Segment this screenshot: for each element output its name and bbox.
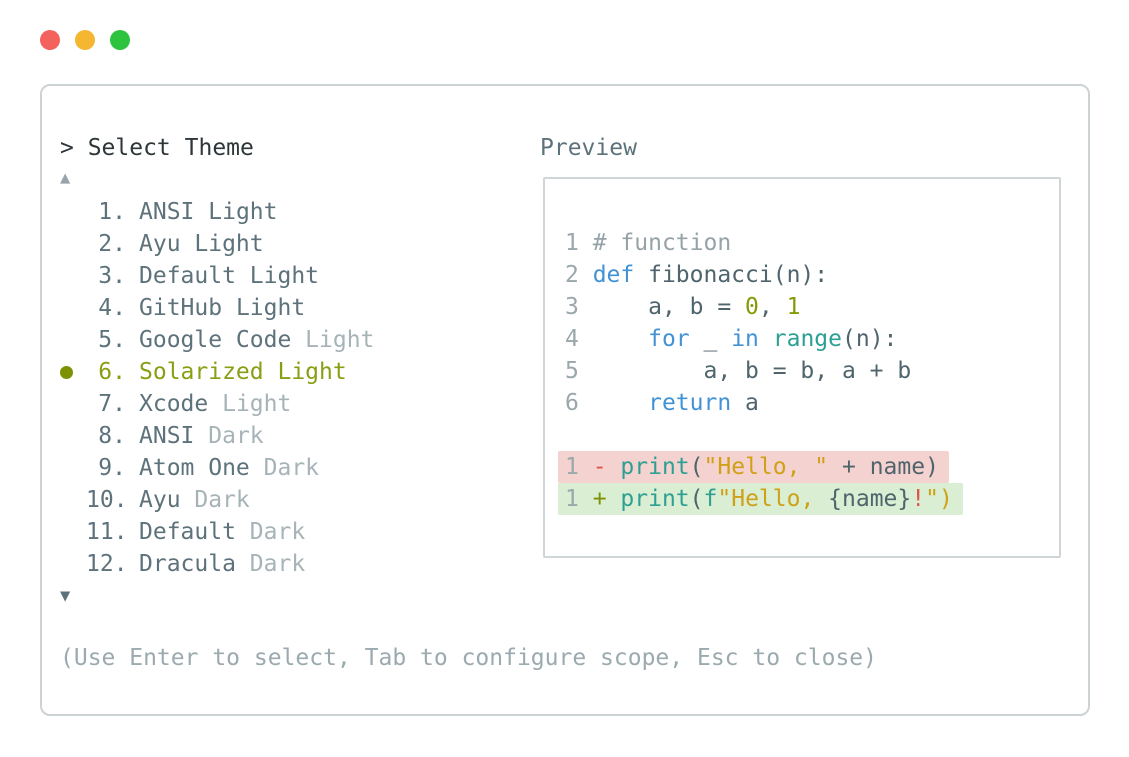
theme-item-ayu-light[interactable]: 2. Ayu Light	[42, 228, 542, 260]
theme-item-number: 2.	[98, 231, 126, 257]
preview-box: 1 # function 2 def fibonacci(n): 3 a, b = …	[543, 177, 1061, 558]
minimize-button[interactable]	[75, 30, 95, 50]
bullet-spacer	[60, 388, 86, 420]
theme-item-label: ANSI Dark	[139, 423, 264, 449]
line-number: 5	[565, 358, 593, 384]
theme-item-number: 5.	[98, 327, 126, 353]
theme-item-label: Ayu Dark	[139, 487, 250, 513]
theme-item-github-light[interactable]: 4. GitHub Light	[42, 292, 542, 324]
code-line: 1 # function	[565, 230, 732, 256]
bullet-spacer	[60, 516, 86, 548]
selected-bullet-icon	[60, 356, 86, 388]
bullet-spacer	[60, 548, 86, 580]
bullet-spacer	[60, 292, 86, 324]
code-line	[565, 419, 1059, 451]
theme-item-label: GitHub Light	[139, 295, 306, 321]
theme-item-number: 3.	[98, 263, 126, 289]
theme-item-label: Xcode Light	[139, 391, 292, 417]
code-line: 4 for _ in range(n):	[565, 326, 898, 352]
code-block: 1 # function 2 def fibonacci(n): 3 a, b = …	[545, 227, 1059, 515]
theme-item-ansi-dark[interactable]: 8. ANSI Dark	[42, 420, 542, 452]
palette-title: > Select Theme	[60, 135, 254, 161]
line-number: 1	[565, 230, 593, 256]
theme-item-number: 8.	[98, 423, 126, 449]
close-button[interactable]	[40, 30, 60, 50]
theme-item-number: 10.	[86, 487, 128, 513]
bullet-spacer	[60, 228, 86, 260]
line-number: 1	[565, 486, 593, 512]
line-number: 4	[565, 326, 593, 352]
theme-item-label: Google Code Light	[139, 327, 375, 353]
theme-item-solarized-light[interactable]: 6. Solarized Light	[42, 356, 542, 388]
code-line: 2 def fibonacci(n):	[565, 262, 829, 288]
window-controls	[40, 30, 130, 50]
theme-item-number: 9.	[98, 455, 126, 481]
theme-item-number: 12.	[86, 551, 128, 577]
diff-line-removed: 1 - print("Hello, " + name)	[558, 451, 1059, 483]
theme-list: 1. ANSI Light 2. Ayu Light 3. Default Light 4.…	[42, 196, 542, 580]
bullet-spacer	[60, 420, 86, 452]
theme-item-number: 4.	[98, 295, 126, 321]
line-number: 1	[565, 454, 593, 480]
theme-item-label: Ayu Light	[139, 231, 264, 257]
theme-item-xcode-light[interactable]: 7. Xcode Light	[42, 388, 542, 420]
preview-label: Preview	[540, 135, 637, 161]
scroll-up-icon[interactable]: ▲	[60, 168, 71, 188]
theme-item-google-code-light[interactable]: 5. Google Code Light	[42, 324, 542, 356]
theme-item-label: Default Light	[139, 263, 320, 289]
bullet-spacer	[60, 324, 86, 356]
theme-item-ayu-dark[interactable]: 10. Ayu Dark	[42, 484, 542, 516]
bullet-spacer	[60, 260, 86, 292]
scroll-down-icon[interactable]: ▼	[60, 586, 71, 606]
theme-item-label: ANSI Light	[139, 199, 278, 225]
theme-item-label: Dracula Dark	[139, 551, 306, 577]
theme-item-label: Default Dark	[139, 519, 306, 545]
theme-item-label: Atom One Dark	[139, 455, 320, 481]
theme-item-dracula-dark[interactable]: 12. Dracula Dark	[42, 548, 542, 580]
theme-item-number: 1.	[98, 199, 126, 225]
code-line: 5 a, b = b, a + b	[565, 358, 912, 384]
theme-item-label: Solarized Light	[139, 359, 347, 385]
bullet-spacer	[60, 484, 86, 516]
theme-item-number: 7.	[98, 391, 126, 417]
theme-item-number: 6.	[98, 359, 126, 385]
code-line: 3 a, b = 0, 1	[565, 294, 801, 320]
diff-line-added: 1 + print(f"Hello, {name}!")	[558, 483, 1059, 515]
bullet-spacer	[60, 196, 86, 228]
line-number: 3	[565, 294, 593, 320]
code-line: 6 return a	[565, 390, 759, 416]
theme-item-default-light[interactable]: 3. Default Light	[42, 260, 542, 292]
theme-item-ansi-light[interactable]: 1. ANSI Light	[42, 196, 542, 228]
theme-item-atom-one-dark[interactable]: 9. Atom One Dark	[42, 452, 542, 484]
maximize-button[interactable]	[110, 30, 130, 50]
theme-item-number: 11.	[86, 519, 128, 545]
theme-item-default-dark[interactable]: 11. Default Dark	[42, 516, 542, 548]
line-number: 2	[565, 262, 593, 288]
hint-text: (Use Enter to select, Tab to configure s…	[60, 645, 877, 671]
bullet-spacer	[60, 452, 86, 484]
line-number: 6	[565, 390, 593, 416]
theme-picker-panel: > Select Theme Preview ▲ 1. ANSI Light 2. A…	[40, 84, 1090, 716]
